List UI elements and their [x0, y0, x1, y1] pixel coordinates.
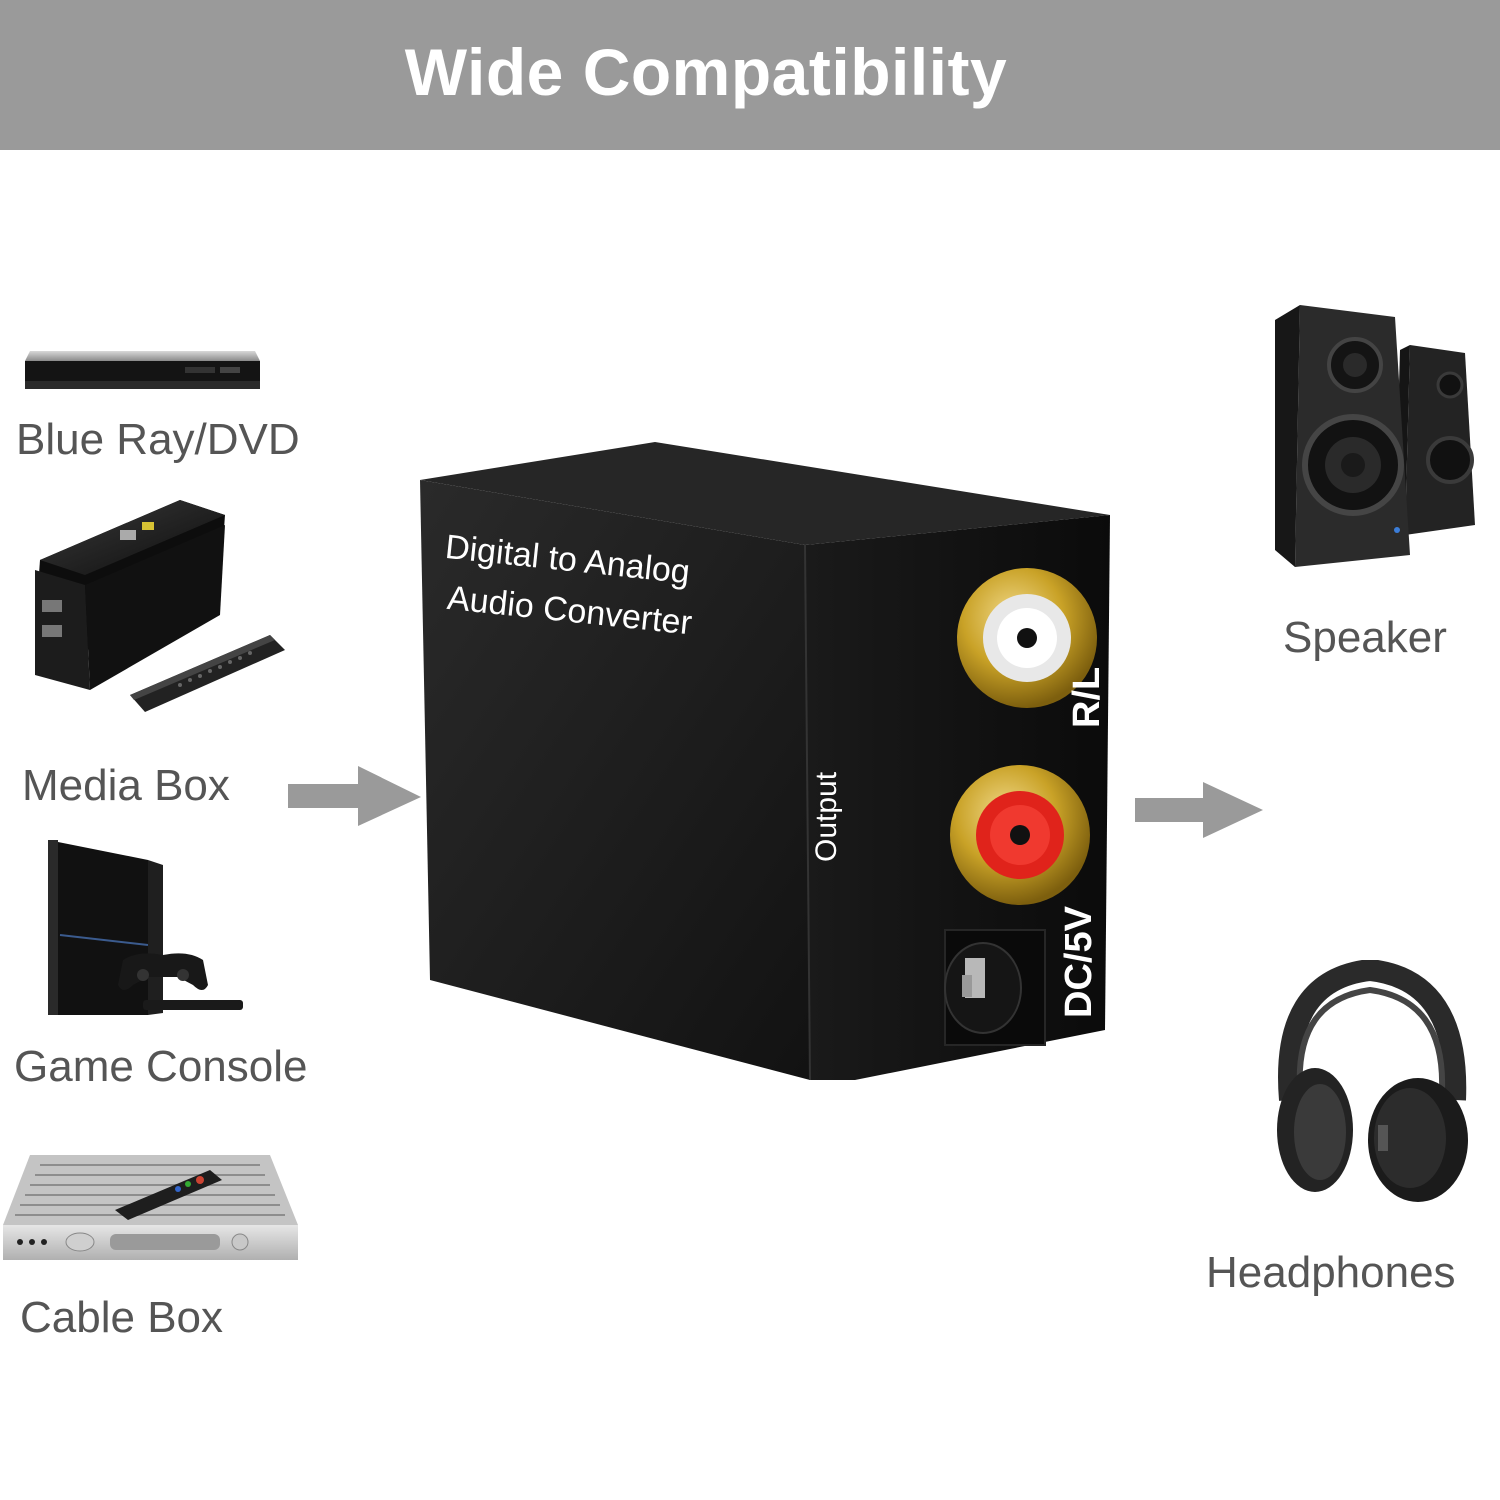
bluray-player-icon: [25, 351, 260, 389]
header-banner: Wide Compatibility: [0, 0, 1500, 150]
output-port-label: Output: [810, 771, 843, 862]
media-box-icon: [35, 500, 285, 712]
rca-white-jack: [957, 568, 1097, 708]
converter-device: [420, 442, 1110, 1081]
rca-red-jack: [950, 765, 1090, 905]
output-arrow-icon: [1135, 782, 1263, 838]
rl-label: R/L: [1066, 666, 1108, 728]
input-arrow-icon: [288, 766, 421, 826]
game-console-label: Game Console: [14, 1042, 308, 1091]
page-title: Wide Compatibility: [404, 35, 1008, 109]
cable-box-icon: [3, 1155, 298, 1260]
cable-box-label: Cable Box: [20, 1293, 224, 1342]
dc-label: DC/5V: [1058, 906, 1100, 1018]
input-port-label: Input: [395, 700, 425, 758]
bluray-label: Blue Ray/DVD: [16, 415, 300, 464]
media-box-label: Media Box: [22, 761, 230, 810]
game-console-icon: [48, 840, 243, 1015]
headphones-label: Headphones: [1206, 1248, 1456, 1297]
speaker-label: Speaker: [1283, 613, 1447, 662]
speaker-icon: [1275, 305, 1475, 567]
headphones-icon: [1277, 960, 1468, 1202]
